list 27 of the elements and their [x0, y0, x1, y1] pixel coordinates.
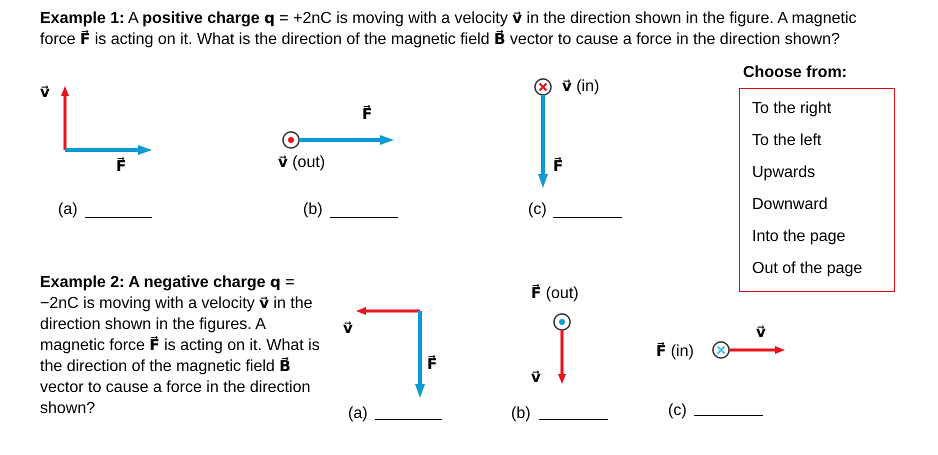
- part-label: (b): [303, 200, 323, 220]
- vector-label: v⃗: [343, 318, 353, 339]
- vector-label: v⃗: [40, 82, 50, 103]
- choice-option: Upwards: [752, 157, 816, 189]
- part-label: (a): [348, 404, 368, 424]
- vector-label: F⃗: [362, 104, 372, 125]
- question-text: Example 2: A negative charge q = −2nC is moving with a velocity v⃗ in the direction shown in the figures. A magnetic force F⃗ is acting on it. What is the direction of the magnetic field B⃗ vector to cause a force in the direction shown?: [40, 272, 321, 419]
- vector-label: F⃗ (in): [656, 341, 694, 362]
- choice-option: Into the page: [752, 221, 846, 253]
- choice-heading: Choose from:: [743, 64, 847, 82]
- choice-option: Out of the page: [752, 253, 862, 285]
- vector-label: v⃗: [756, 322, 766, 343]
- part-label: (b): [511, 404, 531, 424]
- vector-label: v⃗: [531, 367, 541, 388]
- vector-label: v⃗ (out): [278, 152, 326, 173]
- vector-label: F⃗ (out): [531, 283, 579, 304]
- vector-label: v⃗ (in): [562, 76, 600, 97]
- choice-option: To the right: [752, 93, 832, 125]
- question-text: Example 1: A positive charge q = +2nC is moving with a velocity v⃗ in the direction shown in the figure. A magnetic force F⃗ is acting on it. What is the direction of the magnetic field B⃗ vector to cause a force in the direction shown?: [40, 8, 858, 50]
- choice-option: To the left: [752, 125, 822, 157]
- vector-label: F⃗: [427, 354, 438, 375]
- part-label: (c): [528, 200, 547, 220]
- part-label: (a): [58, 200, 78, 220]
- vector-label: F⃗: [116, 156, 126, 177]
- choice-option: Downward: [752, 189, 828, 221]
- vector-label: F⃗: [553, 156, 564, 177]
- part-label: (c): [668, 401, 687, 421]
